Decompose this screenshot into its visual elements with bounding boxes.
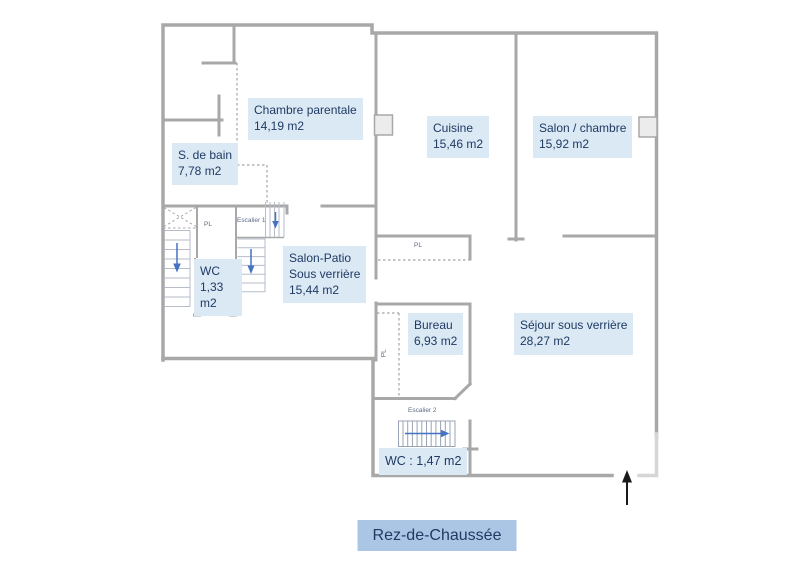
stair-direction-arrow-icons — [173, 212, 450, 438]
room-label-wc-2: WC : 1,47 m2 — [379, 448, 468, 475]
room-label-chambre-parentale: Chambre parentale 14,19 m2 — [248, 98, 363, 140]
room-label-sejour: Séjour sous verrière 28,27 m2 — [514, 313, 634, 355]
room-name: Cuisine — [433, 121, 474, 135]
exterior-walls — [161, 23, 659, 478]
crossed-box-icon — [163, 206, 198, 229]
stair-label-escalier-2: Escalier 2 — [408, 407, 437, 414]
room-label-salon-patio: Salon-Patio Sous verrière 15,44 m2 — [283, 246, 367, 304]
room-label-cuisine: Cuisine 15,46 m2 — [427, 116, 490, 158]
room-label-bureau: Bureau 6,93 m2 — [408, 313, 464, 355]
room-label-salle-de-bain: S. de bain 7,78 m2 — [172, 143, 239, 185]
room-area: 14,19 m2 — [254, 118, 305, 133]
room-name: Bureau — [414, 318, 453, 332]
room-area: 6,93 m2 — [414, 333, 458, 348]
room-label-salon-chambre: Salon / chambre 15,92 m2 — [533, 116, 633, 158]
room-subtitle: Sous verrière — [289, 266, 361, 281]
room-name: Chambre parentale — [254, 103, 357, 117]
window-boxes — [373, 114, 658, 138]
room-area: 15,44 m2 — [289, 282, 340, 297]
room-area: 15,92 m2 — [539, 136, 590, 151]
room-area: 7,78 m2 — [178, 163, 222, 178]
room-area: 1,33 m2 — [200, 279, 224, 310]
room-name: Salon-Patio — [289, 251, 352, 265]
closet-label-pl: PL — [380, 349, 388, 358]
closet-label-pl: PL — [204, 221, 212, 228]
room-area: 28,27 m2 — [520, 333, 571, 348]
interior-walls — [161, 23, 658, 477]
closet-label-pl: PL — [414, 242, 422, 249]
room-label-wc-1: WC 1,33 m2 — [194, 259, 242, 317]
room-name: S. de bain — [178, 148, 233, 162]
room-name: WC — [200, 264, 220, 278]
room-name: WC : 1,47 m2 — [385, 454, 462, 468]
stair-label-escalier-1: Escalier 1 — [237, 217, 266, 224]
room-name: Séjour sous verrière — [520, 318, 628, 332]
floor-title: Rez-de-Chaussée — [357, 520, 517, 552]
room-area: 15,46 m2 — [433, 136, 484, 151]
entrance-arrow-icon — [622, 470, 632, 505]
glazed-wall — [637, 432, 659, 478]
room-name: Salon / chambre — [539, 121, 627, 135]
